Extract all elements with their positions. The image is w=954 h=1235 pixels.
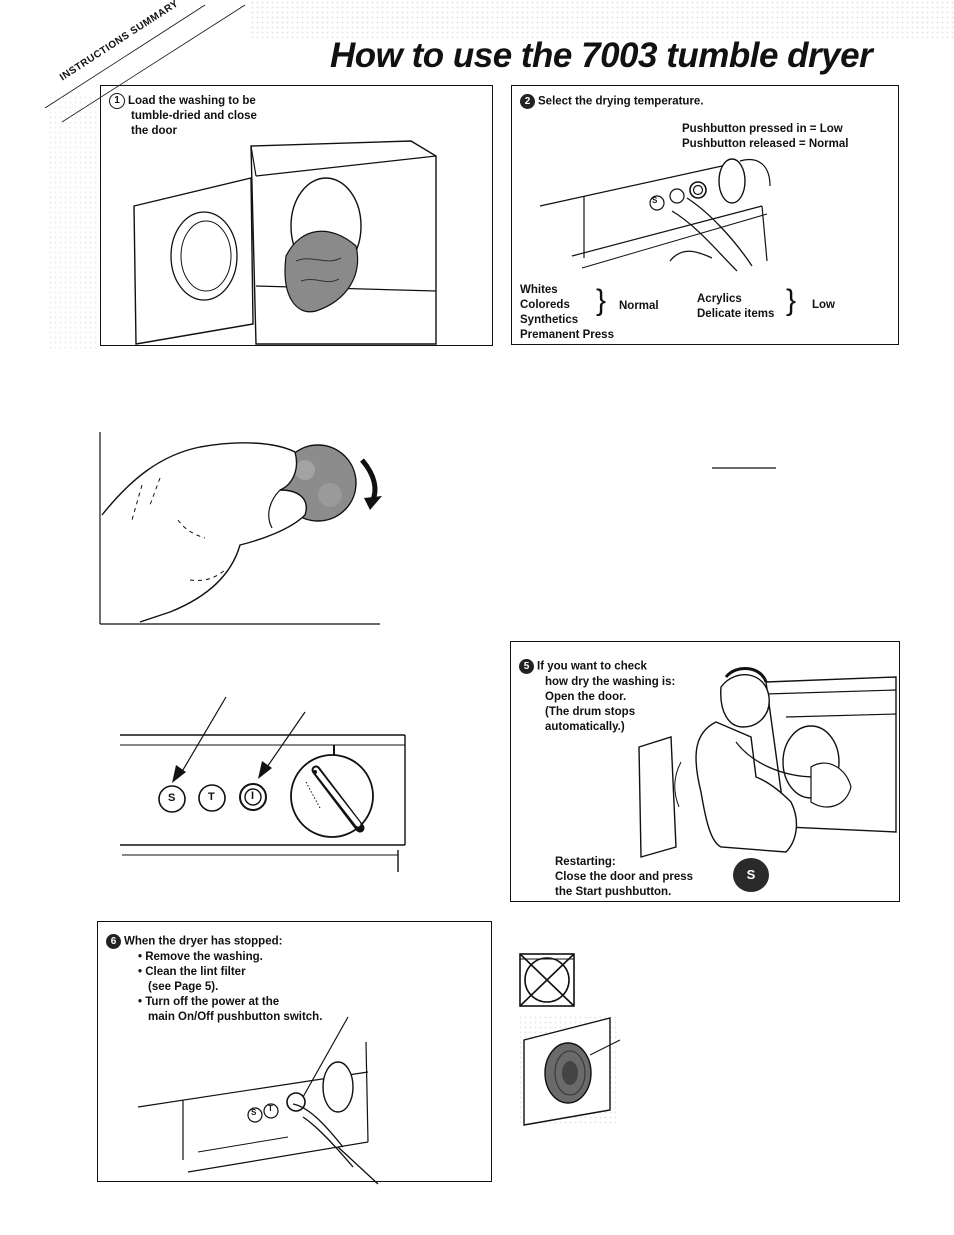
pushbutton-released-text: Pushbutton released = Normal: [682, 138, 849, 150]
item-synthetics: Synthetics: [520, 314, 579, 326]
step1-line-2: tumble-dried and close: [131, 110, 257, 123]
start-button-icon: S: [733, 858, 769, 892]
power-off-illustration: [137, 1016, 379, 1185]
item-acrylics: Acrylics: [697, 293, 742, 305]
crossed-box-symbol: [519, 953, 575, 1007]
bullet-power-cont: main On/Off pushbutton switch.: [148, 1010, 323, 1023]
stopped-button-t-label: T: [268, 1104, 273, 1113]
button-s-label-2: S: [168, 792, 176, 804]
item-permanent-press: Premanent Press: [520, 329, 614, 341]
person-checking-laundry-illustration: [638, 667, 897, 858]
bullet-lint-note: (see Page 5).: [148, 980, 219, 993]
dryer-open-door-illustration: [133, 140, 437, 345]
low-items-list: Acrylics Delicate items: [697, 292, 774, 322]
stopped-heading: When the dryer has stopped:: [124, 935, 283, 948]
button-s-label: S: [652, 196, 658, 205]
normal-items-list: Whites Coloreds Synthetics Premanent Pre…: [520, 283, 614, 343]
temperature-button-illustration: [539, 158, 771, 272]
button-t-label: T: [208, 791, 215, 803]
normal-label: Normal: [619, 300, 659, 312]
step2-number-icon: 2: [520, 94, 535, 109]
step1-side-texture: [48, 95, 98, 350]
step2-heading-text: Select the drying temperature.: [538, 95, 704, 108]
check-line-4: (The drum stops: [545, 705, 636, 718]
check-number-icon: 5: [519, 659, 534, 674]
restart-line-2: the Start pushbutton.: [555, 886, 672, 898]
bullet-turn-off-power: Turn off the power at the: [138, 995, 406, 1010]
check-line-5: automatically.): [545, 720, 625, 733]
banner-lines: [44, 4, 246, 123]
button-i-label: I: [251, 790, 255, 802]
check-line-3: Open the door.: [545, 690, 627, 703]
stopped-button-s-label: S: [251, 1108, 257, 1117]
step1-line-1: Load the washing to be: [128, 95, 256, 108]
pushbutton-pressed-text: Pushbutton pressed in = Low: [682, 123, 843, 135]
bullet-remove-washing: Remove the washing.: [138, 950, 406, 965]
item-coloreds: Coloreds: [520, 299, 570, 311]
restart-heading: Restarting:: [555, 856, 616, 868]
normal-brace: }: [596, 284, 607, 317]
restart-text: Restarting: Close the door and press the…: [555, 855, 693, 900]
stopped-number-icon: 6: [106, 934, 121, 949]
item-delicate-items: Delicate items: [697, 308, 775, 320]
step1-line-3: the door: [131, 125, 177, 138]
item-whites: Whites: [520, 284, 558, 296]
lint-filter-illustration: [523, 1017, 621, 1126]
bullet-clean-lint-filter: Clean the lint filter: [138, 965, 406, 980]
check-line-2: how dry the washing is:: [545, 675, 676, 688]
restart-line-1: Close the door and press: [555, 871, 694, 883]
check-line-1: If you want to check: [537, 660, 647, 673]
pushbutton-legend: Pushbutton pressed in = Low Pushbutton r…: [682, 122, 848, 152]
low-brace: }: [786, 284, 797, 317]
low-label: Low: [812, 299, 835, 311]
page-title: How to use the 7003 tumble dryer: [330, 36, 873, 75]
start-button-label: S: [746, 867, 756, 882]
header-texture: [250, 0, 954, 38]
